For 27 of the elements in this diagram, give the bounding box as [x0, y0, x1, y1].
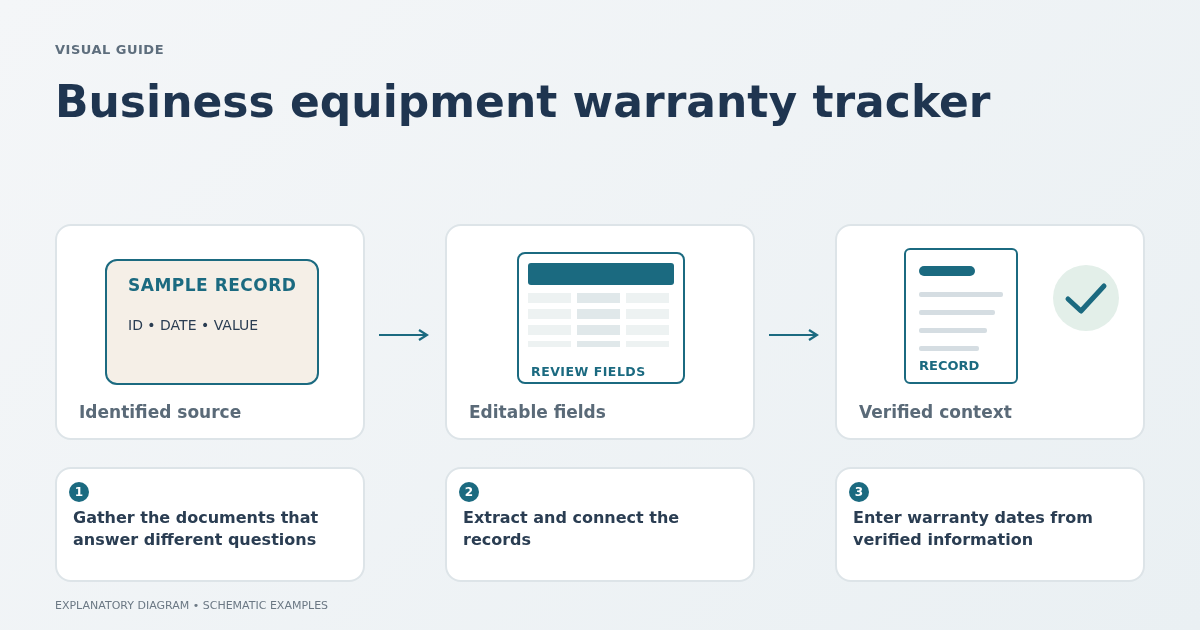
record-fields-text: ID • DATE • VALUE	[128, 317, 259, 333]
step-card	[445, 467, 755, 582]
stage-caption: Editable fields	[469, 402, 606, 422]
step-number: 2	[459, 482, 479, 502]
arrow	[769, 328, 819, 342]
document-panel	[904, 248, 1018, 384]
step-description: Gather the documents that answer different questions	[73, 507, 320, 551]
subtitle-text: VISUAL GUIDE	[55, 42, 165, 57]
stage-caption: Identified source	[79, 402, 242, 422]
step-card	[835, 467, 1145, 582]
stage-card	[445, 224, 755, 440]
document-label: RECORD	[919, 358, 980, 373]
step-number: 1	[69, 482, 89, 502]
record-heading: SAMPLE RECORD	[128, 275, 297, 295]
step-description: Enter warranty dates from verified information	[853, 507, 1094, 551]
stage-card	[835, 224, 1145, 440]
step-description: Extract and connect the records	[463, 507, 681, 551]
step-number: 3	[849, 482, 869, 502]
stage-caption: Verified context	[859, 402, 1012, 422]
form-panel	[517, 252, 685, 384]
form-label: REVIEW FIELDS	[531, 364, 646, 379]
record-card	[105, 259, 319, 385]
step-card	[55, 467, 365, 582]
arrow	[379, 328, 429, 342]
stage-card	[55, 224, 365, 440]
title-text: Business equipment warranty tracker	[55, 76, 991, 127]
caption-text: EXPLANATORY DIAGRAM • SCHEMATIC EXAMPLES	[55, 599, 329, 612]
